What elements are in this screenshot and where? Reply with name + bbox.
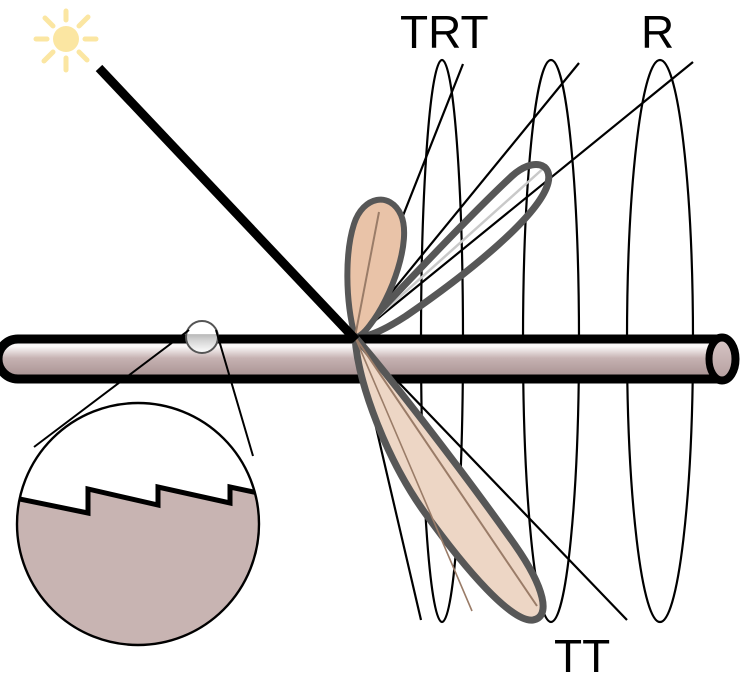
sun-ray-nw — [42, 15, 56, 29]
label-tt: TT — [554, 630, 610, 682]
lobe-tt-axis-b — [354, 336, 473, 612]
magnifier-leader-right — [215, 329, 254, 457]
lobe-trt-shape — [344, 196, 408, 341]
magnifier-leader-left — [33, 329, 190, 448]
sun-icon — [33, 8, 99, 73]
surface-highlight-point — [185, 320, 219, 354]
label-r: R — [641, 6, 674, 58]
magnified-surface-inset — [15, 401, 261, 647]
lobe-r — [351, 161, 553, 341]
sun-ray-se — [76, 49, 90, 63]
lobe-tt-axis-a — [354, 336, 538, 607]
incident-light-ray — [95, 64, 360, 344]
magnifier-rough-surface-fill — [17, 487, 259, 645]
sun-ray-sw — [41, 49, 56, 64]
sun-ray-ne — [76, 14, 91, 29]
cone-outer-ray-bottom — [354, 336, 628, 621]
fiber-end-cap-front — [705, 334, 739, 384]
lobe-trt-axis — [354, 211, 380, 338]
magnifier-rough-surface-profile — [17, 483, 259, 517]
cone-outer-ray-top — [354, 61, 694, 338]
magnifier-leader-lines — [33, 329, 254, 457]
magnifier-circle-outline — [15, 401, 261, 647]
label-trt: TRT — [400, 6, 489, 58]
lobe-trt — [344, 196, 408, 341]
lobe-tt — [351, 333, 547, 624]
lobe-r-outline — [351, 161, 553, 341]
sun-disc — [53, 26, 79, 52]
